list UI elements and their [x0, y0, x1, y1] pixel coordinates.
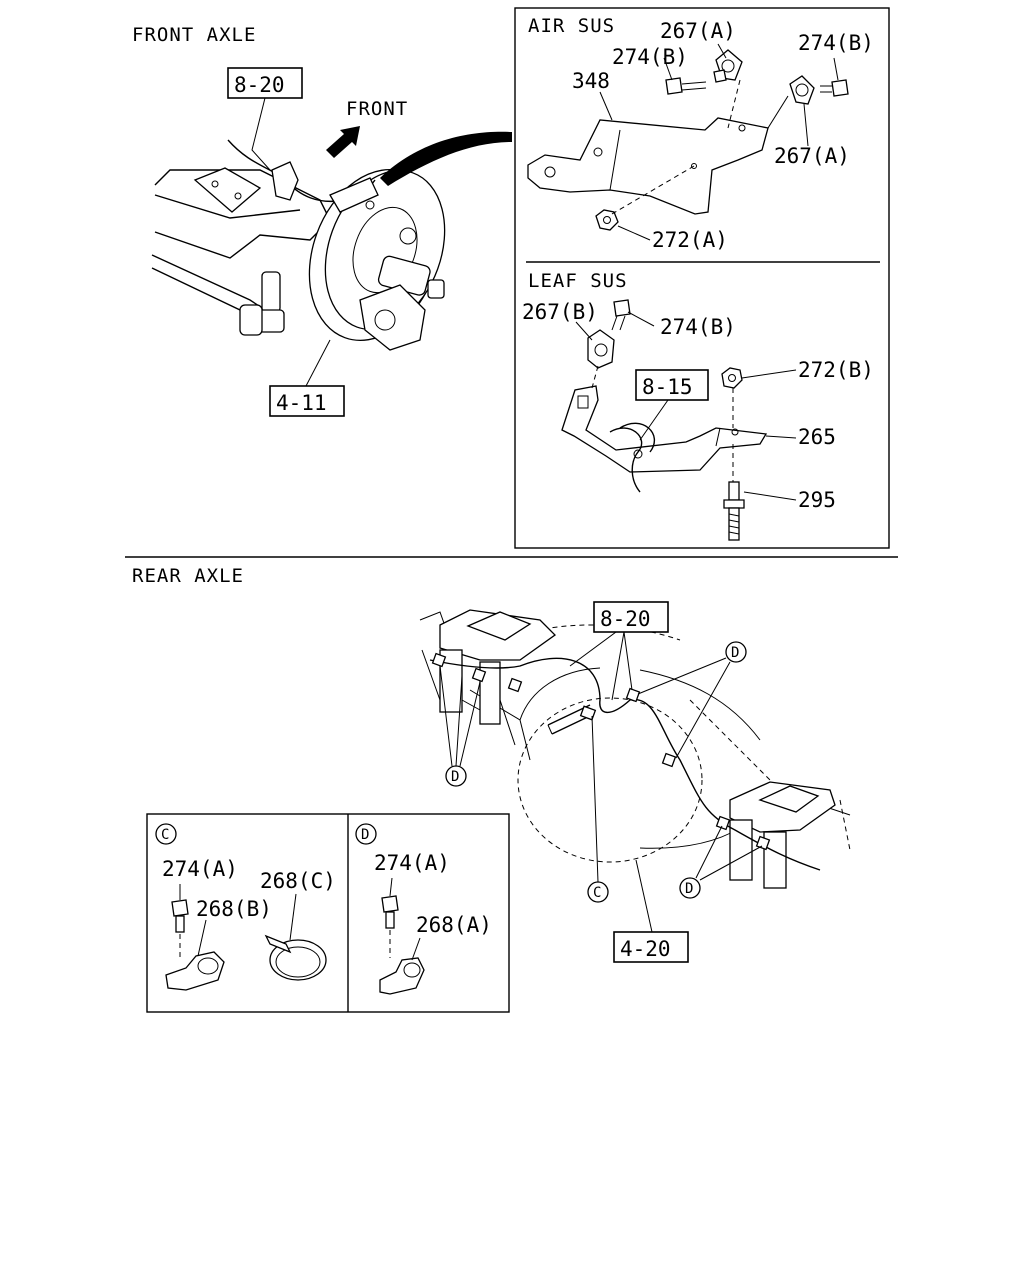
rear-axle-section: REAR AXLE	[132, 565, 851, 1013]
detail-c-bolt	[171, 899, 189, 917]
part-274b-left: 274(B)	[612, 45, 688, 69]
front-axle-beam	[151, 167, 331, 336]
air-sus-heading: AIR SUS	[528, 15, 615, 37]
svg-text:D: D	[451, 769, 459, 785]
front-sensor-bracket	[329, 177, 379, 213]
detail-d-part-268a: 268(A)	[416, 913, 492, 937]
svg-text:8-15: 8-15	[642, 375, 693, 399]
front-direction-label: FRONT	[346, 98, 408, 120]
leaf-sus-heading: LEAF SUS	[528, 270, 628, 292]
bracket-265	[561, 385, 768, 473]
detail-d-marker	[355, 823, 377, 845]
part-348: 348	[572, 69, 610, 93]
detail-d-part-274a: 274(A)	[374, 851, 450, 875]
ref-box-8-15[interactable]: 8-15	[635, 369, 709, 401]
ref-box-8-20-front[interactable]: 8-20	[227, 67, 303, 99]
clip-267a-right	[789, 75, 815, 105]
detail-d-clip-268a	[379, 957, 425, 995]
leader-8-20-front	[251, 97, 271, 171]
front-cable-clip	[271, 161, 299, 201]
detail-c-clip-268b	[165, 951, 225, 991]
svg-text:D: D	[361, 827, 369, 843]
part-274b-right: 274(B)	[798, 31, 874, 55]
detail-c-part-274a: 274(A)	[162, 857, 238, 881]
clip-267b	[587, 329, 615, 369]
part-295: 295	[798, 488, 836, 512]
front-arrow-icon	[326, 126, 360, 158]
leader-4-20	[635, 859, 653, 933]
part-272b: 272(B)	[798, 358, 874, 382]
detail-d: D 274(A) 268(A)	[355, 823, 492, 995]
air-sus-section: AIR SUS 267(A) 274(B) 274(B) 348 267(A) …	[527, 15, 874, 252]
svg-text:C: C	[593, 885, 601, 901]
svg-text:8-20: 8-20	[600, 607, 651, 631]
marker-d-right: D	[679, 825, 763, 899]
rear-sensor-cable	[429, 657, 821, 871]
nut-272b	[721, 367, 743, 389]
svg-text:D: D	[731, 645, 739, 661]
part-274b-leaf: 274(B)	[660, 315, 736, 339]
marker-c-bottom: C	[587, 715, 609, 903]
bolt-274b-leaf	[613, 299, 631, 317]
svg-text:4-11: 4-11	[276, 391, 327, 415]
marker-d-top: D	[637, 641, 747, 759]
ref-box-4-20[interactable]: 4-20	[613, 931, 689, 963]
leaf-sus-section: LEAF SUS 267(B) 274(B) 272(B) 265 295 8-…	[522, 270, 874, 541]
front-axle-section: FRONT AXLE 8-20 FRONT	[132, 24, 512, 417]
leader-4-11	[305, 339, 331, 387]
stud-295	[723, 481, 745, 541]
detail-c-part-268b: 268(B)	[196, 897, 272, 921]
nut-272a	[595, 209, 619, 231]
front-brake-disc	[308, 168, 446, 351]
detail-c-part-268c: 268(C)	[260, 869, 336, 893]
detail-c-marker	[155, 823, 177, 845]
suspension-detail-frame	[514, 7, 890, 549]
bracket-348	[527, 117, 769, 215]
ref-box-8-20-rear[interactable]: 8-20	[593, 601, 669, 633]
marker-d-left: D	[439, 665, 481, 787]
part-267a-right: 267(A)	[774, 144, 850, 168]
svg-text:4-20: 4-20	[620, 937, 671, 961]
rear-axle-housing	[419, 609, 851, 889]
part-272a: 272(A)	[652, 228, 728, 252]
part-265: 265	[798, 425, 836, 449]
ref-box-4-11[interactable]: 4-11	[269, 385, 345, 417]
callout-arrow-air-sus	[380, 131, 512, 186]
svg-text:C: C	[161, 827, 169, 843]
leader-8-20-rear	[569, 631, 633, 701]
detail-d-bolt	[381, 895, 399, 913]
part-267b: 267(B)	[522, 300, 598, 324]
svg-text:8-20: 8-20	[234, 73, 285, 97]
clip-detail-frame	[146, 813, 510, 1013]
svg-text:D: D	[685, 881, 693, 897]
detail-c: C 274(A) 268(C) 268(B)	[155, 823, 336, 991]
part-267a-top: 267(A)	[660, 19, 736, 43]
bolt-274b-right	[831, 79, 849, 97]
front-axle-heading: FRONT AXLE	[132, 24, 256, 46]
rear-axle-heading: REAR AXLE	[132, 565, 244, 587]
bolt-274b-left	[665, 77, 683, 95]
